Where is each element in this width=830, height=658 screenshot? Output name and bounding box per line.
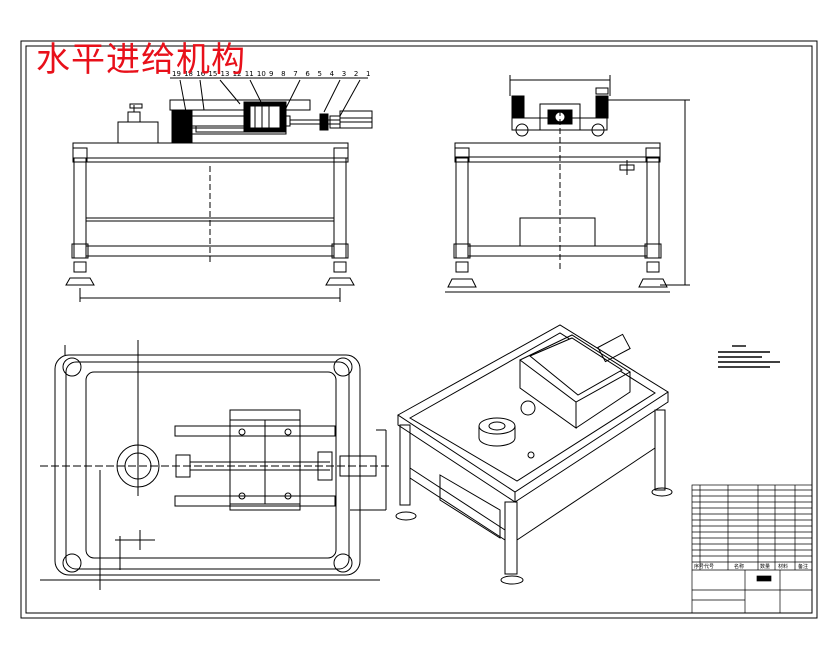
balloon-15: 15 bbox=[208, 70, 217, 78]
inner-border bbox=[25, 45, 813, 614]
side-view bbox=[445, 75, 690, 293]
balloon-9: 9 bbox=[269, 70, 273, 78]
parts-list-table bbox=[691, 484, 813, 614]
tb-cell-5: 备注 bbox=[798, 563, 808, 570]
balloon-8: 8 bbox=[281, 70, 285, 78]
outer-border bbox=[20, 40, 818, 619]
tb-cell-1: 代号 bbox=[704, 563, 714, 570]
top-view bbox=[40, 340, 390, 590]
tb-cell-2: 名称 bbox=[734, 563, 744, 570]
balloon-7: 7 bbox=[293, 70, 297, 78]
balloon-4: 4 bbox=[330, 70, 335, 78]
balloon-6: 6 bbox=[305, 70, 310, 78]
tb-cell-0: 序号 bbox=[694, 563, 704, 570]
technical-notes bbox=[718, 345, 780, 368]
balloon-11: 11 bbox=[245, 70, 254, 78]
balloon-12: 12 bbox=[233, 70, 242, 78]
balloon-10: 10 bbox=[257, 70, 266, 78]
balloon-19: 19 bbox=[172, 70, 181, 78]
balloon-18: 18 bbox=[184, 70, 193, 78]
balloon-5: 5 bbox=[318, 70, 322, 78]
drawing-title: 水平进给机构 bbox=[36, 40, 246, 80]
isometric-view bbox=[395, 324, 673, 585]
balloon-2: 2 bbox=[354, 70, 358, 78]
balloon-3: 3 bbox=[342, 70, 346, 78]
tb-cell-3: 数量 bbox=[760, 563, 770, 570]
tb-cell-4: 材料 bbox=[778, 563, 788, 570]
title-block-header: 序号 代号 名称 数量 材料 备注 bbox=[694, 563, 808, 570]
balloon-1: 1 bbox=[366, 70, 370, 78]
balloon-16: 16 bbox=[196, 70, 205, 78]
balloon-13: 13 bbox=[221, 70, 230, 78]
front-view bbox=[65, 77, 373, 302]
